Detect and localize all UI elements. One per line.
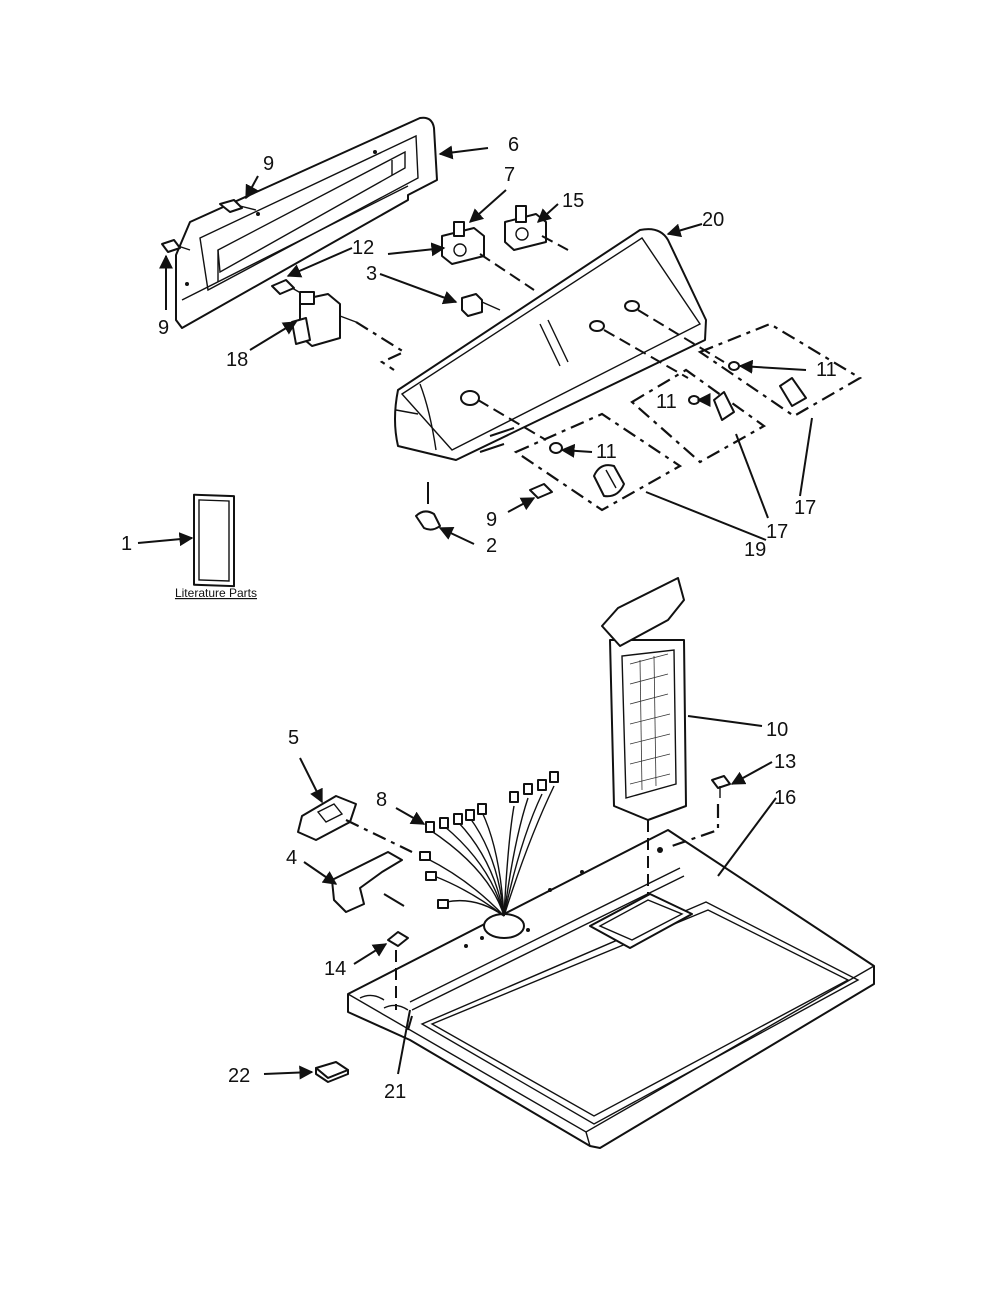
screw-part-13 — [711, 775, 731, 798]
callout-13: 13 — [774, 751, 796, 773]
bracket-part-5 — [297, 795, 357, 841]
callout-11-right: 11 — [816, 359, 837, 381]
callout-9-top: 9 — [263, 153, 274, 175]
console-part-20 — [394, 228, 707, 461]
knob-group-17-right-box — [697, 322, 863, 418]
callout-10: 10 — [766, 719, 788, 741]
knob-group-17-mid-box — [630, 368, 767, 464]
callout-6: 6 — [508, 134, 519, 156]
callout-22: 22 — [228, 1065, 250, 1087]
callout-12: 12 — [352, 237, 374, 259]
screw-part-9-left — [161, 239, 191, 253]
block-part-22 — [315, 1061, 349, 1083]
bracket-part-4 — [331, 851, 403, 913]
switch-part-3 — [461, 293, 501, 317]
lint-filter-part-10 — [601, 577, 687, 821]
literature-parts-label: Literature Parts — [175, 586, 257, 600]
wire-harness-part-8 — [419, 771, 559, 917]
knob-group-19-box — [513, 412, 683, 512]
callout-1: 1 — [121, 533, 132, 555]
callout-20: 20 — [702, 209, 724, 231]
callout-9-lower: 9 — [486, 509, 497, 531]
control-part-15 — [504, 205, 547, 251]
clip-part-14 — [387, 931, 409, 947]
callout-11-mid: 11 — [656, 391, 677, 413]
spring-part-11-right — [728, 361, 740, 371]
timer-part-18 — [291, 291, 357, 347]
control-part-7 — [441, 221, 485, 265]
spring-part-11-lower — [549, 442, 563, 454]
knob-part-17-right — [779, 377, 807, 407]
callout-11-lower: 11 — [596, 441, 617, 463]
screw-part-9-lower — [529, 483, 553, 499]
spring-part-11-mid — [688, 395, 700, 405]
screw-part-9-upper — [219, 199, 257, 213]
clip-part-2 — [415, 510, 441, 531]
literature-part-1 — [193, 493, 235, 588]
callout-8: 8 — [376, 789, 387, 811]
callout-9-left: 9 — [158, 317, 169, 339]
callout-2: 2 — [486, 535, 497, 557]
callout-3: 3 — [366, 263, 377, 285]
callout-17-right: 17 — [794, 497, 816, 519]
callout-5: 5 — [288, 727, 299, 749]
callout-16: 16 — [774, 787, 796, 809]
callout-7: 7 — [504, 164, 515, 186]
callout-17-mid: 17 — [766, 521, 788, 543]
callout-21: 21 — [384, 1081, 406, 1103]
callout-15: 15 — [562, 190, 584, 212]
callout-18: 18 — [226, 349, 248, 371]
callout-19: 19 — [744, 539, 766, 561]
knob-part-17-mid — [713, 391, 735, 421]
top-panel-part-16 — [347, 829, 875, 1149]
knob-part-19 — [593, 464, 625, 498]
rear-panel-part-6 — [175, 116, 438, 329]
callout-4: 4 — [286, 847, 297, 869]
callout-14: 14 — [324, 958, 346, 980]
